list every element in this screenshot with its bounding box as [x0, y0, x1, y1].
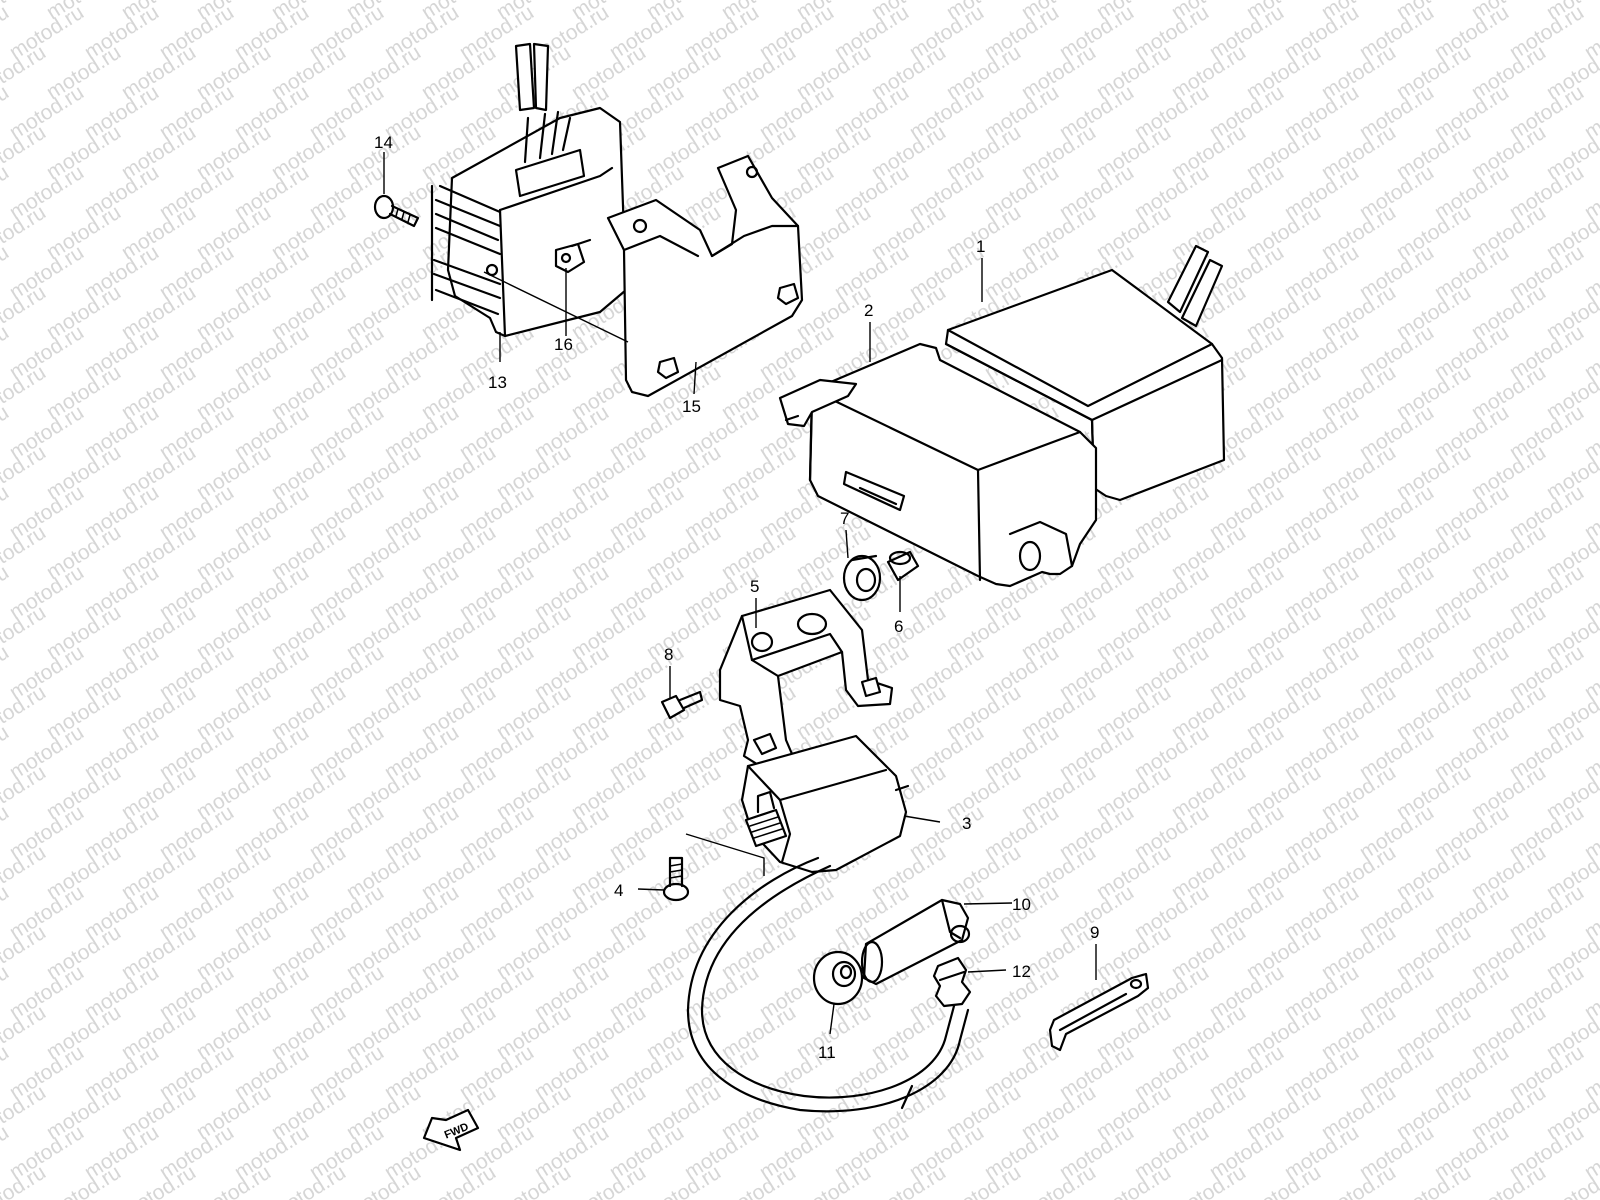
callout-2: 2 [864, 301, 873, 320]
callout-14: 14 [374, 133, 393, 152]
callout-15: 15 [682, 397, 701, 416]
high-tension-lead [686, 856, 970, 1113]
part-3-ignition-coil [740, 734, 910, 874]
callout-7: 7 [840, 509, 849, 528]
part-6-collar [886, 550, 920, 582]
callout-10: 10 [1012, 895, 1031, 914]
part-2-case [778, 342, 1098, 588]
part-8-bolt [660, 690, 704, 720]
callout-4: 4 [614, 881, 623, 900]
part-13-regulator [430, 42, 628, 338]
part-9-clamp [1048, 972, 1150, 1052]
part-1-cdi-unit [944, 244, 1226, 502]
part-14-bolt [373, 194, 420, 228]
part-7-grommet [842, 554, 882, 602]
callout-3: 3 [962, 814, 971, 833]
part-5-coil-bracket [718, 588, 894, 768]
callout-6: 6 [894, 617, 903, 636]
callout-8: 8 [664, 645, 673, 664]
callout-9: 9 [1090, 923, 1099, 942]
part-11-seal [812, 950, 864, 1006]
part-16-nut [554, 238, 592, 274]
callout-5: 5 [750, 577, 759, 596]
callout-11: 11 [818, 1043, 836, 1062]
callout-12: 12 [1012, 962, 1031, 981]
part-12-terminal [932, 956, 972, 1008]
leader-lines [383, 152, 1097, 1035]
part-4-screw [662, 856, 690, 902]
part-4-guide [685, 833, 765, 876]
callout-13: 13 [488, 373, 507, 392]
fwd-arrow-icon: FWD [422, 1108, 480, 1152]
callout-labels: 1 2 3 4 5 6 7 8 9 10 11 12 13 14 15 16 [374, 133, 1099, 1062]
part-15-bracket [606, 154, 804, 398]
part-10-plug-cap [860, 898, 971, 986]
callout-1: 1 [976, 237, 985, 256]
callout-16: 16 [554, 335, 573, 354]
